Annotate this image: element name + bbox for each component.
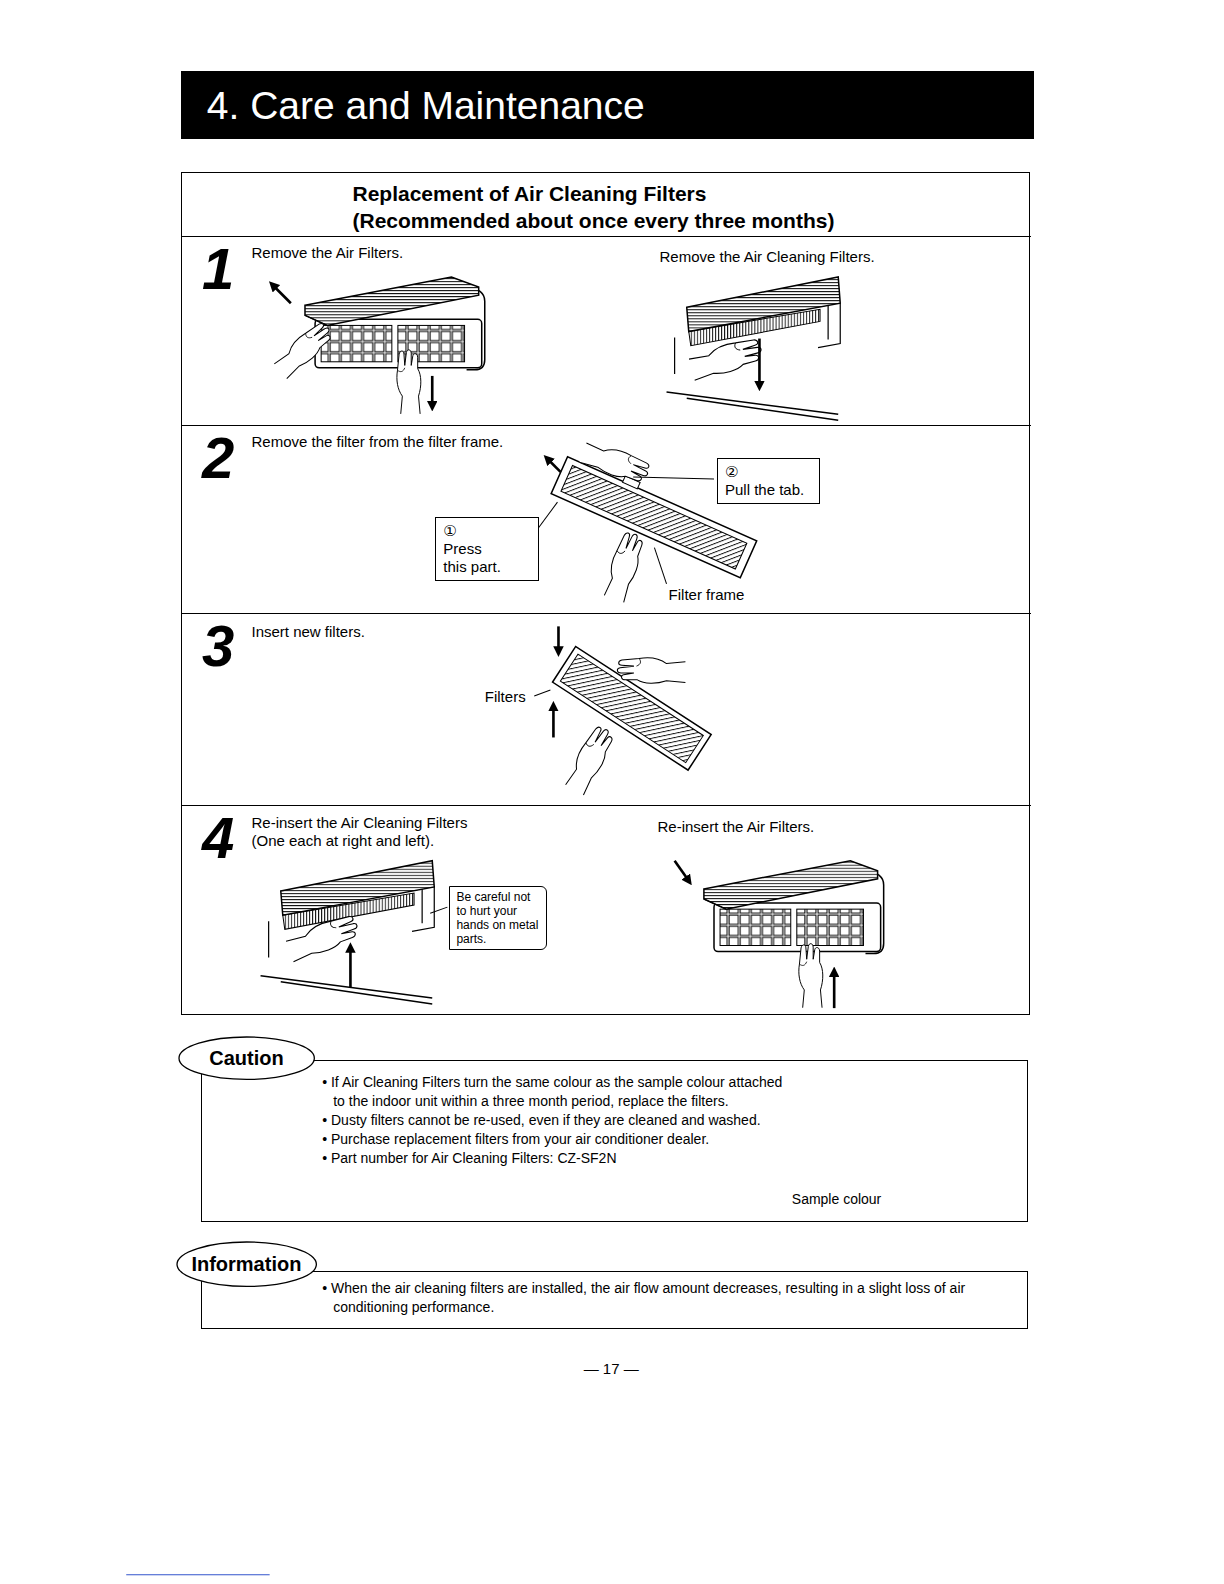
callout-text: Press this part. xyxy=(443,540,504,576)
filter xyxy=(553,647,712,771)
step1-cleaning-filter-illustration xyxy=(667,277,841,420)
caution-note: • Purchase replacement filters from your… xyxy=(322,1130,785,1149)
step-text: Re-insert the Air Cleaning Filters (One … xyxy=(251,814,485,850)
caution-note: • Dusty filters cannot be re-used, even … xyxy=(322,1111,785,1130)
leader-line xyxy=(537,502,557,529)
sample-label: Sample colour xyxy=(792,1191,882,1208)
step-row: 3 Insert new filters. xyxy=(182,613,1031,805)
badge-text: Caution xyxy=(209,1047,283,1070)
step1-air-filter-illustration xyxy=(272,277,485,414)
page-title: 4. Care and Maintenance xyxy=(207,86,645,125)
hand xyxy=(397,350,421,414)
step4-cleaning-filter-illustration xyxy=(261,861,448,1004)
callout-text: Pull the tab. xyxy=(725,481,812,499)
indoor-unit xyxy=(667,277,841,420)
hand xyxy=(272,320,336,380)
step-number: 4 xyxy=(202,809,234,867)
text-column: • When the air cleaning filters are inst… xyxy=(322,1279,1019,1317)
caution-note: • Part number for Air Cleaning Filters: … xyxy=(322,1149,785,1168)
title-bar: 4. Care and Maintenance xyxy=(181,71,1034,140)
callout-box: ①Press this part. xyxy=(435,517,539,581)
hand xyxy=(799,944,823,1008)
step-number: 3 xyxy=(202,617,234,675)
caution-badge: Caution xyxy=(178,1036,315,1080)
step-text: Remove the Air Cleaning Filters. xyxy=(659,248,874,266)
hand xyxy=(562,724,618,796)
arrow xyxy=(675,861,689,881)
page-number: — 17 — xyxy=(584,1360,639,1378)
step-text: Insert new filters. xyxy=(251,623,364,641)
leader-line xyxy=(633,477,714,479)
text-column: • If Air Cleaning Filters turn the same … xyxy=(322,1073,785,1168)
step3-new-filter-illustration xyxy=(534,626,711,795)
margin-rule xyxy=(126,1574,269,1575)
arrow xyxy=(552,706,555,737)
indoor-unit xyxy=(261,861,435,1004)
arrow xyxy=(431,376,434,406)
warning-text: Be careful not to hurt your hands on met… xyxy=(456,890,540,946)
arrow xyxy=(273,285,291,303)
arrow xyxy=(547,459,560,472)
caution-box: Sample colour • If Air Cleaning Filters t… xyxy=(201,1060,1028,1222)
information-note: • When the air cleaning filters are inst… xyxy=(322,1279,1019,1317)
indoor-unit xyxy=(704,861,884,954)
step-number: 2 xyxy=(202,429,234,487)
arrow xyxy=(557,626,560,651)
arrow xyxy=(833,972,836,1008)
step-number: 1 xyxy=(202,240,234,298)
information-box: • When the air cleaning filters are inst… xyxy=(201,1271,1028,1330)
warning-callout: Be careful not to hurt your hands on met… xyxy=(449,886,547,950)
information-badge: Information xyxy=(176,1241,317,1288)
arrow xyxy=(349,948,352,988)
arrow xyxy=(758,339,761,386)
callout-number: ② xyxy=(725,463,812,481)
callout-number: ① xyxy=(443,522,531,540)
part-label: Filter frame xyxy=(669,586,745,604)
step-row: 1 Remove the Air Filters. Remove the Air C… xyxy=(182,236,1031,425)
caution-note: • If Air Cleaning Filters turn the same … xyxy=(322,1073,785,1111)
callout-box: ②Pull the tab. xyxy=(717,458,820,504)
badge-ellipse xyxy=(179,1037,314,1079)
step-text: Remove the filter from the filter frame. xyxy=(251,433,503,451)
step-row: 4 Re-insert the Air Cleaning Filters (One… xyxy=(182,805,1031,1016)
step-row: 2 Remove the filter from the filter frame… xyxy=(182,425,1031,613)
indoor-unit xyxy=(305,277,485,370)
badge-text: Information xyxy=(191,1253,301,1276)
hand xyxy=(579,439,652,486)
section-heading: Replacement of Air Cleaning Filters (Rec… xyxy=(352,180,867,234)
hand xyxy=(688,336,765,381)
step4-air-filter-illustration xyxy=(675,861,884,1008)
instruction-frame: Replacement of Air Cleaning Filters (Rec… xyxy=(181,172,1030,1015)
step-text: Remove the Air Filters. xyxy=(251,244,403,262)
part-label: Filters xyxy=(485,688,526,706)
badge-ellipse xyxy=(177,1242,316,1286)
hand xyxy=(617,658,685,683)
leader-line xyxy=(534,690,550,696)
hand xyxy=(600,530,647,603)
leader-line xyxy=(654,548,666,584)
leader-line xyxy=(430,907,447,913)
step-text: Re-insert the Air Filters. xyxy=(657,818,814,836)
